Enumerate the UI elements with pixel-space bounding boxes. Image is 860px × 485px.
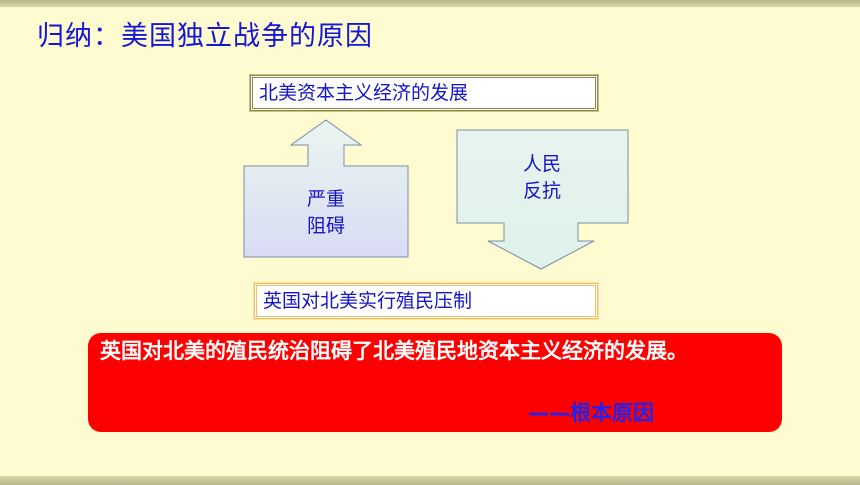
conclusion-box: 英国对北美的殖民统治阻碍了北美殖民地资本主义经济的发展。 ——根本原因 [88,333,782,432]
top-cause-box: 北美资本主义经济的发展 [250,75,598,111]
down-arrow-label-line1: 人民 [522,153,561,175]
up-arrow-label-line2: 阻碍 [306,215,345,237]
top-decor-band [0,0,860,7]
bottom-cause-box: 英国对北美实行殖民压制 [254,283,598,319]
slide-title: 归纳：美国独立战争的原因 [37,21,373,52]
up-arrow-label-line1: 严重 [306,188,345,210]
down-arrow-label-line2: 反抗 [522,180,561,202]
down-arrow [456,129,629,270]
up-arrow-label: 严重 阻碍 [276,186,376,240]
down-arrow-label: 人民 反抗 [492,151,592,205]
conclusion-label: ——根本原因 [528,401,654,425]
up-arrow [243,119,409,258]
bottom-decor-band [0,476,860,485]
conclusion-text: 英国对北美的殖民统治阻碍了北美殖民地资本主义经济的发展。 [100,339,688,363]
